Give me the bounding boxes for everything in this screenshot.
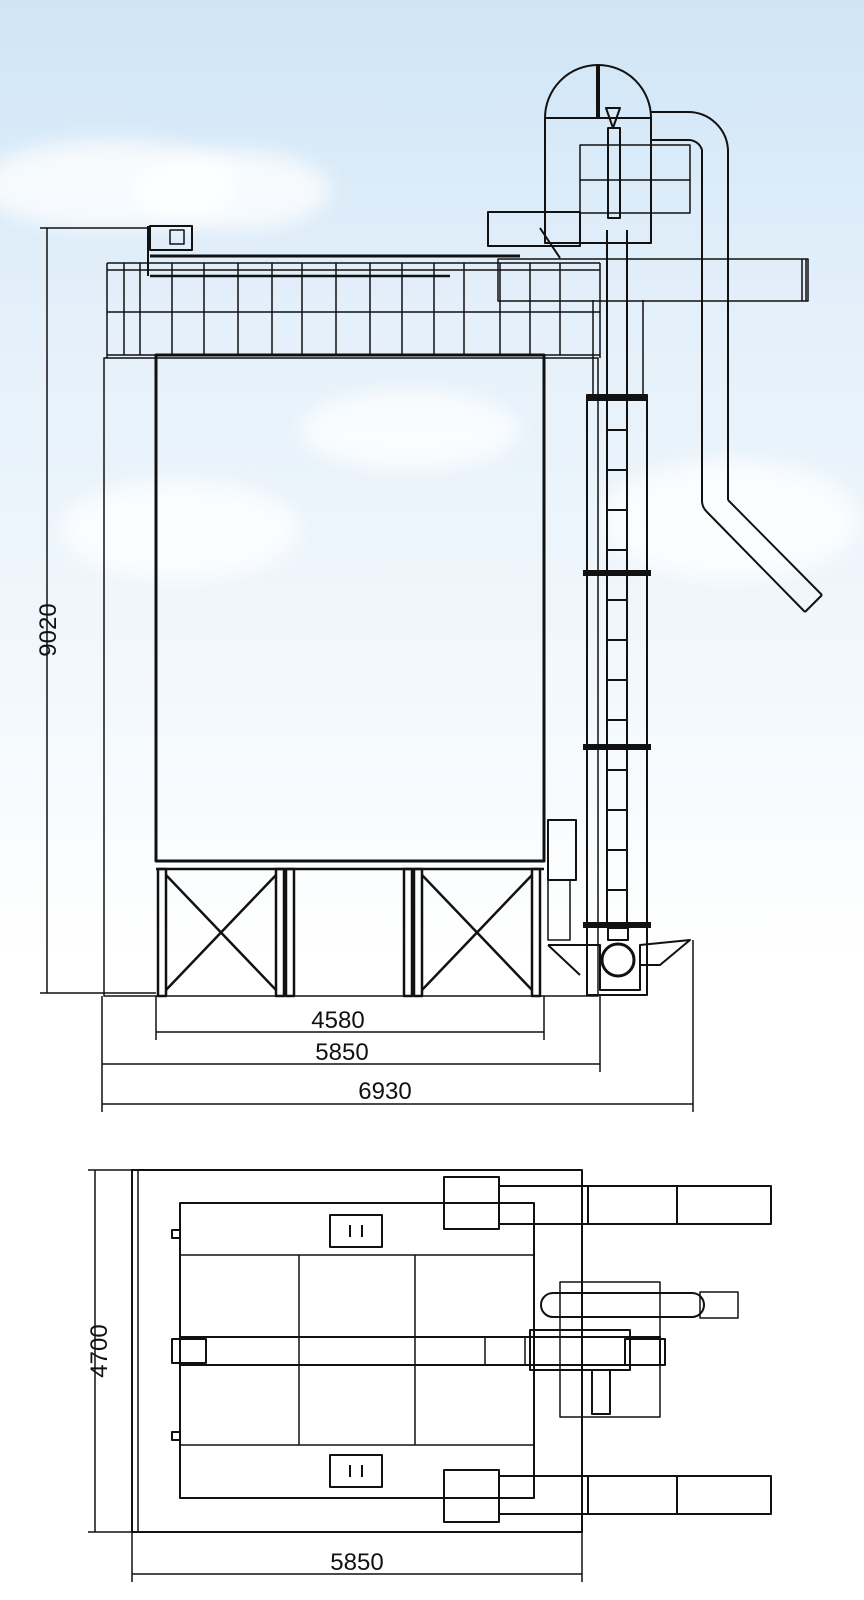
inspection-door bbox=[329, 1214, 383, 1248]
plan-outline bbox=[131, 1169, 583, 1533]
bucket-elevator bbox=[547, 230, 691, 996]
elevation-view bbox=[40, 64, 823, 1112]
elevation-width-dimension-middle: 5850 bbox=[315, 1039, 368, 1066]
outer-frame bbox=[103, 357, 599, 997]
cloud bbox=[600, 460, 860, 580]
horizontal-duct bbox=[497, 258, 809, 302]
plan-view bbox=[88, 1169, 772, 1582]
plan-width-dimension: 5850 bbox=[330, 1549, 383, 1576]
elevation-width-dimension-outer: 6930 bbox=[358, 1078, 411, 1105]
elevation-width-dimension-inner: 4580 bbox=[311, 1007, 364, 1034]
top-drive-motor bbox=[149, 225, 193, 251]
plan-height-dimension: 4700 bbox=[86, 1324, 113, 1377]
inspection-door bbox=[329, 1454, 383, 1488]
dimension-lines bbox=[40, 227, 694, 1112]
bin-body bbox=[154, 353, 546, 863]
elevation-height-dimension: 9020 bbox=[35, 603, 62, 656]
cloud bbox=[300, 390, 520, 470]
side-motor bbox=[547, 819, 577, 881]
elevator-head bbox=[487, 64, 691, 259]
cloud bbox=[130, 150, 330, 230]
base-legs bbox=[156, 859, 544, 998]
cloud bbox=[60, 480, 300, 580]
top-railing bbox=[106, 262, 601, 358]
discharge-pipe bbox=[651, 110, 823, 613]
